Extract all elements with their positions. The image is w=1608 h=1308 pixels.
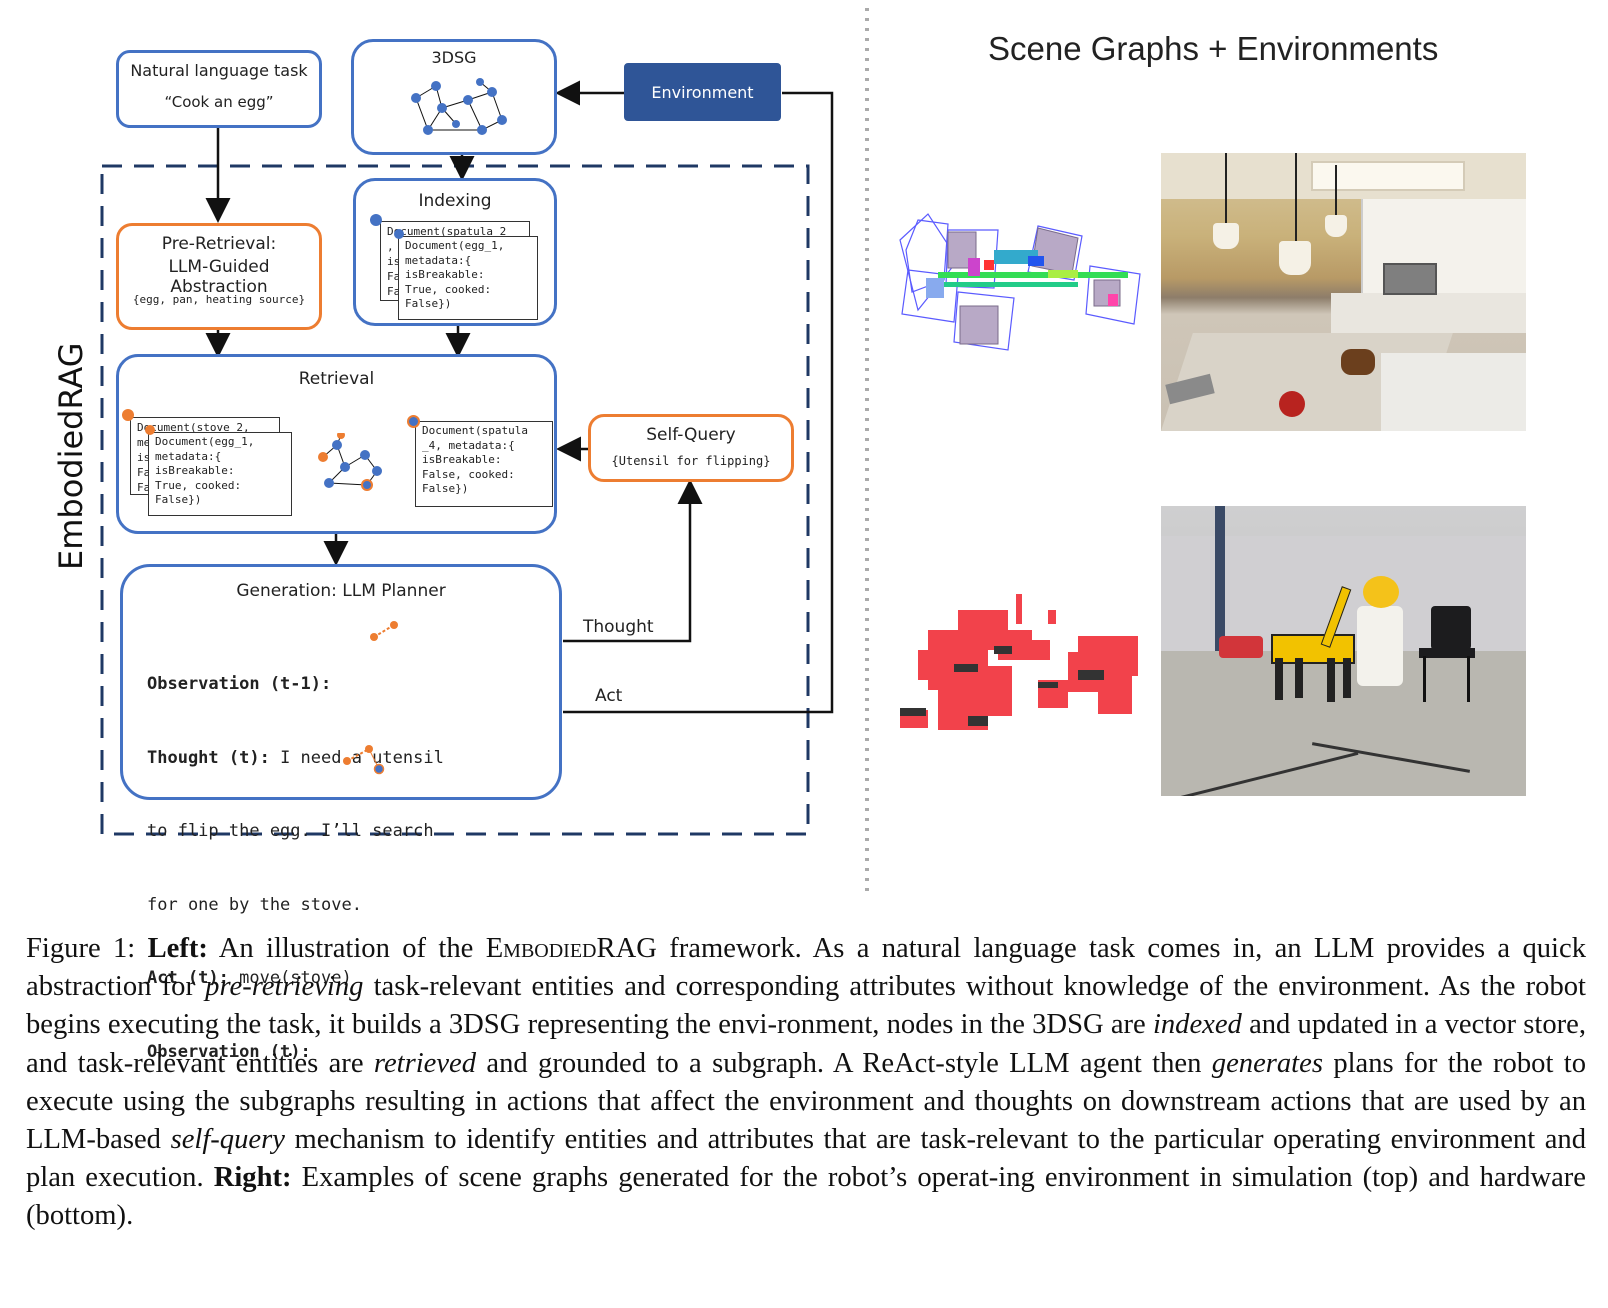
thought-text-1: I need a utensil [269, 747, 444, 768]
steel-frame [1215, 506, 1225, 656]
thought-line-1: Thought (t): I need a utensil [147, 746, 444, 771]
robot-leg-3 [1327, 658, 1335, 702]
generation-box: Generation: LLM Planner Observation (t-1… [120, 564, 562, 1062]
obs-prev-graph-icon [370, 621, 398, 641]
caption-left-label: Left: [147, 933, 208, 964]
obs-line: Observation (t): [147, 1040, 444, 1065]
sim-scene-graph [899, 213, 1141, 351]
robot-body [1271, 634, 1355, 664]
thought-label: Thought (t): [147, 747, 270, 768]
chair-seat [1419, 648, 1475, 658]
caption-i1: pre-retrieving [205, 971, 364, 1003]
obs-prev-label: Observation (t-1): [147, 674, 332, 694]
act-text: move(stove) [228, 968, 352, 988]
kitchen-pendant-2 [1295, 153, 1297, 241]
robot-leg-2 [1295, 658, 1303, 698]
act-line: Act (t): move(stove) [147, 966, 444, 991]
kitchen-pendant-1 [1225, 153, 1227, 223]
pre-retrieval-title-1: Pre-Retrieval: [161, 234, 277, 254]
retrieval-right-dot [407, 415, 420, 428]
kitchen-bread [1341, 349, 1375, 375]
caption-t4: and updated in a vector store, and task-… [26, 1009, 1586, 1079]
kitchen-lampshade-2 [1279, 241, 1311, 275]
self-query-text: {Utensil for flipping} [611, 454, 771, 468]
pre-retrieval-box: Pre-Retrieval: LLM-Guided Abstraction {e… [116, 223, 322, 330]
indexing-doc-front: Document(egg_1, metadata:{ isBreakable: … [398, 236, 538, 320]
kitchen-microwave [1383, 263, 1437, 295]
dsg-box: 3DSG [351, 39, 557, 155]
indexing-box: Indexing Document(spatula_2 , is Fa Fa D… [353, 178, 557, 326]
indexing-node-dot-2 [394, 229, 404, 239]
planner-trace: Observation (t-1): Thought (t): I need a… [147, 623, 444, 1113]
retrieval-title: Retrieval [298, 369, 375, 389]
chair-leg-2 [1467, 656, 1470, 702]
task-box: Natural language task “Cook an egg” [116, 50, 322, 128]
retrieval-doc-left-front: Document(egg_1, metadata:{ isBreakable: … [148, 432, 292, 516]
right-heading: Scene Graphs + Environments [988, 30, 1439, 67]
indexing-title: Indexing [418, 191, 492, 211]
kitchen-apple [1279, 391, 1305, 417]
white-pedestal [1357, 606, 1403, 686]
arrow-thought-to-selfquery [563, 479, 703, 643]
chair-leg-1 [1423, 656, 1426, 702]
caption-i3: retrieved [373, 1047, 477, 1079]
caption-t5: and grounded to a subgraph. A ReAct-styl… [476, 1047, 1212, 1079]
kitchen-pendant-3 [1335, 165, 1337, 215]
environment-box: Environment [624, 63, 781, 121]
caption-t1: An illustration of the [207, 933, 486, 964]
task-example: “Cook an egg” [164, 93, 274, 111]
pre-retrieval-title-2: LLM-Guided Abstraction [168, 257, 270, 297]
red-basket [1219, 636, 1263, 658]
rubber-duck [1363, 576, 1399, 608]
caption-t8: Examples of scene graphs generated for t… [26, 1162, 1586, 1232]
retrieval-box: Retrieval Document(stove_2, me is Fa Fa … [116, 354, 557, 534]
kitchen-island-side [1381, 353, 1526, 431]
retrieved-subgraph-icon [318, 433, 382, 491]
kitchen-backsplash [1331, 293, 1526, 333]
pre-retrieval-set: {egg, pan, heating source} [132, 293, 306, 306]
obs-label: Observation (t): [147, 1041, 311, 1062]
thought-line-2: to flip the egg. I’ll search [147, 821, 434, 841]
self-query-box: Self-Query {Utensil for flipping} [588, 414, 794, 482]
caption-right-label: Right: [213, 1162, 292, 1194]
chair-back [1431, 606, 1471, 650]
kitchen-lampshade-3 [1325, 215, 1347, 237]
caption-i2: indexed [1152, 1009, 1242, 1041]
generation-title: Generation: LLM Planner [236, 581, 446, 601]
caption-i5: self-query [170, 1124, 285, 1156]
dsg-graph-icon [411, 78, 507, 135]
hardware-scene-graph [900, 594, 1138, 730]
dsg-title: 3DSG [431, 48, 477, 67]
act-label: Act (t): [147, 968, 229, 988]
environment-label: Environment [651, 83, 754, 102]
retrieval-left-orange-dot-2 [145, 425, 155, 435]
thought-line-3: for one by the stove. [147, 894, 362, 915]
retrieval-left-orange-dot [122, 409, 134, 421]
self-query-title: Self-Query [646, 425, 736, 445]
caption-t3: task-relevant entities and corresponding… [26, 971, 1586, 1041]
arrow-act-to-environment [563, 91, 834, 714]
robot-leg-1 [1275, 658, 1283, 700]
caption-t2: framework. As a natural language task co… [26, 933, 1586, 1003]
embodiedrag-label: EmbodiedRAG [52, 342, 90, 570]
retrieval-doc-right: Document(spatula _4, metadata:{ isBreaka… [415, 421, 553, 507]
caption-fig: Figure 1: [26, 933, 148, 964]
kitchen-lampshade-1 [1213, 223, 1239, 249]
sim-kitchen-photo [1161, 153, 1526, 431]
caption-name: EmbodiedRAG [485, 933, 657, 964]
act-arrow-label: Act [595, 686, 623, 706]
indexing-node-dot [370, 214, 382, 226]
figure-caption: Figure 1: Left: An illustration of the E… [26, 930, 1586, 1236]
thought-arrow-label: Thought [583, 617, 654, 637]
robot-leg-4 [1343, 658, 1351, 698]
caption-i4: generates [1211, 1047, 1323, 1079]
obs-graph-icon [343, 745, 385, 775]
obs-prev-line: Observation (t-1): [147, 672, 444, 697]
hardware-robot-photo [1161, 506, 1526, 796]
task-title: Natural language task [130, 61, 308, 80]
caption-t7: mechanism to identify entities and attri… [26, 1124, 1587, 1194]
caption-t6: plans for the robot to execute using the… [26, 1047, 1586, 1156]
